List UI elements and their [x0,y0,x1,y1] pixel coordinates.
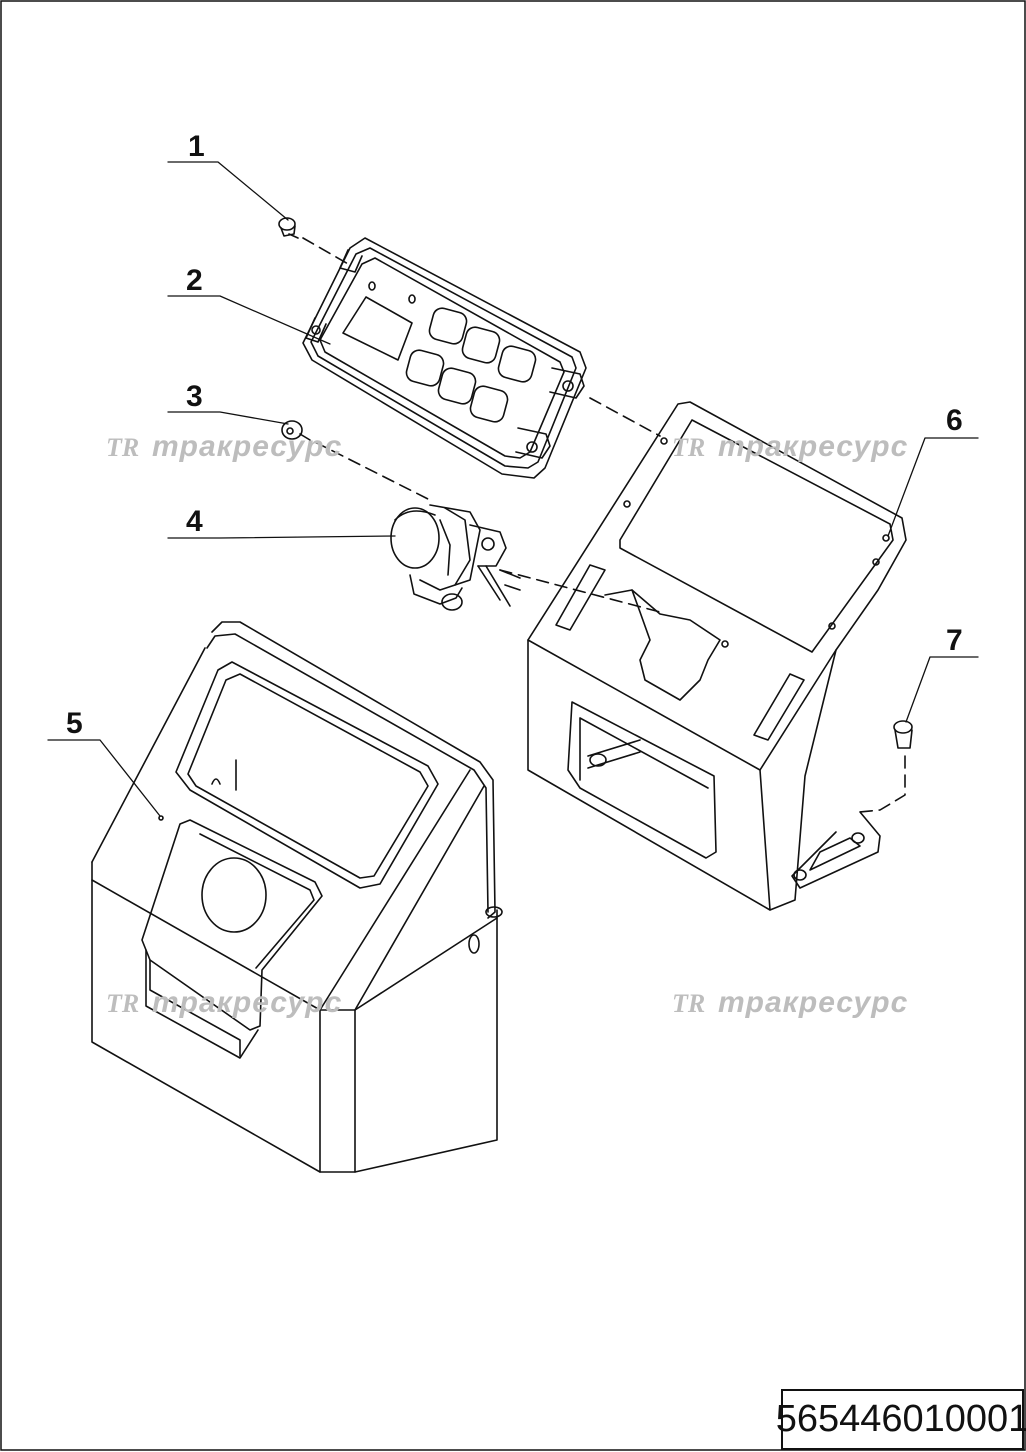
callout-3: 3 [186,380,203,413]
watermark-text: тракресурс [152,430,342,463]
watermark-2: TR тракресурс [672,430,908,463]
part-number-box: 565446010001 [776,1389,1026,1450]
watermark-logo: TR [672,433,705,462]
part-number: 565446010001 [775,1398,1026,1440]
part-4-rotary-switch [390,504,521,611]
watermark-4: TR тракресурс [672,986,908,1019]
leader-lines [47,161,979,817]
part-6-mounting-bracket [527,401,907,911]
callout-7: 7 [946,624,963,657]
callout-labels: 1 2 3 4 5 6 7 [66,130,963,740]
callout-1: 1 [188,130,205,163]
watermark-3: TR тракресурс [106,986,342,1019]
assembly-line-7 [859,755,906,813]
assembly-line-2 [589,397,661,437]
callout-2: 2 [186,264,203,297]
part-7-screw [893,720,913,749]
watermark-text: тракресурс [152,986,342,1019]
watermark-text: тракресурс [718,430,908,463]
watermark-logo: TR [106,433,139,462]
part-1-screw [278,217,299,239]
callout-5: 5 [66,707,83,740]
part-3-screw [281,420,311,441]
watermarks: TR тракресурс TR тракресурс TR тракресур… [106,430,908,1019]
assembly-line-4 [499,569,661,613]
part-2-control-panel [302,237,587,479]
callout-6: 6 [946,404,963,437]
callout-4: 4 [186,505,203,538]
watermark-logo: TR [672,989,705,1018]
assembly-line-1 [302,237,351,266]
watermark-1: TR тракресурс [106,430,342,463]
assembly-line-3 [314,441,431,501]
watermark-logo: TR [106,989,139,1018]
watermark-text: тракресурс [718,986,908,1019]
part-5-cover-housing [91,621,503,1173]
